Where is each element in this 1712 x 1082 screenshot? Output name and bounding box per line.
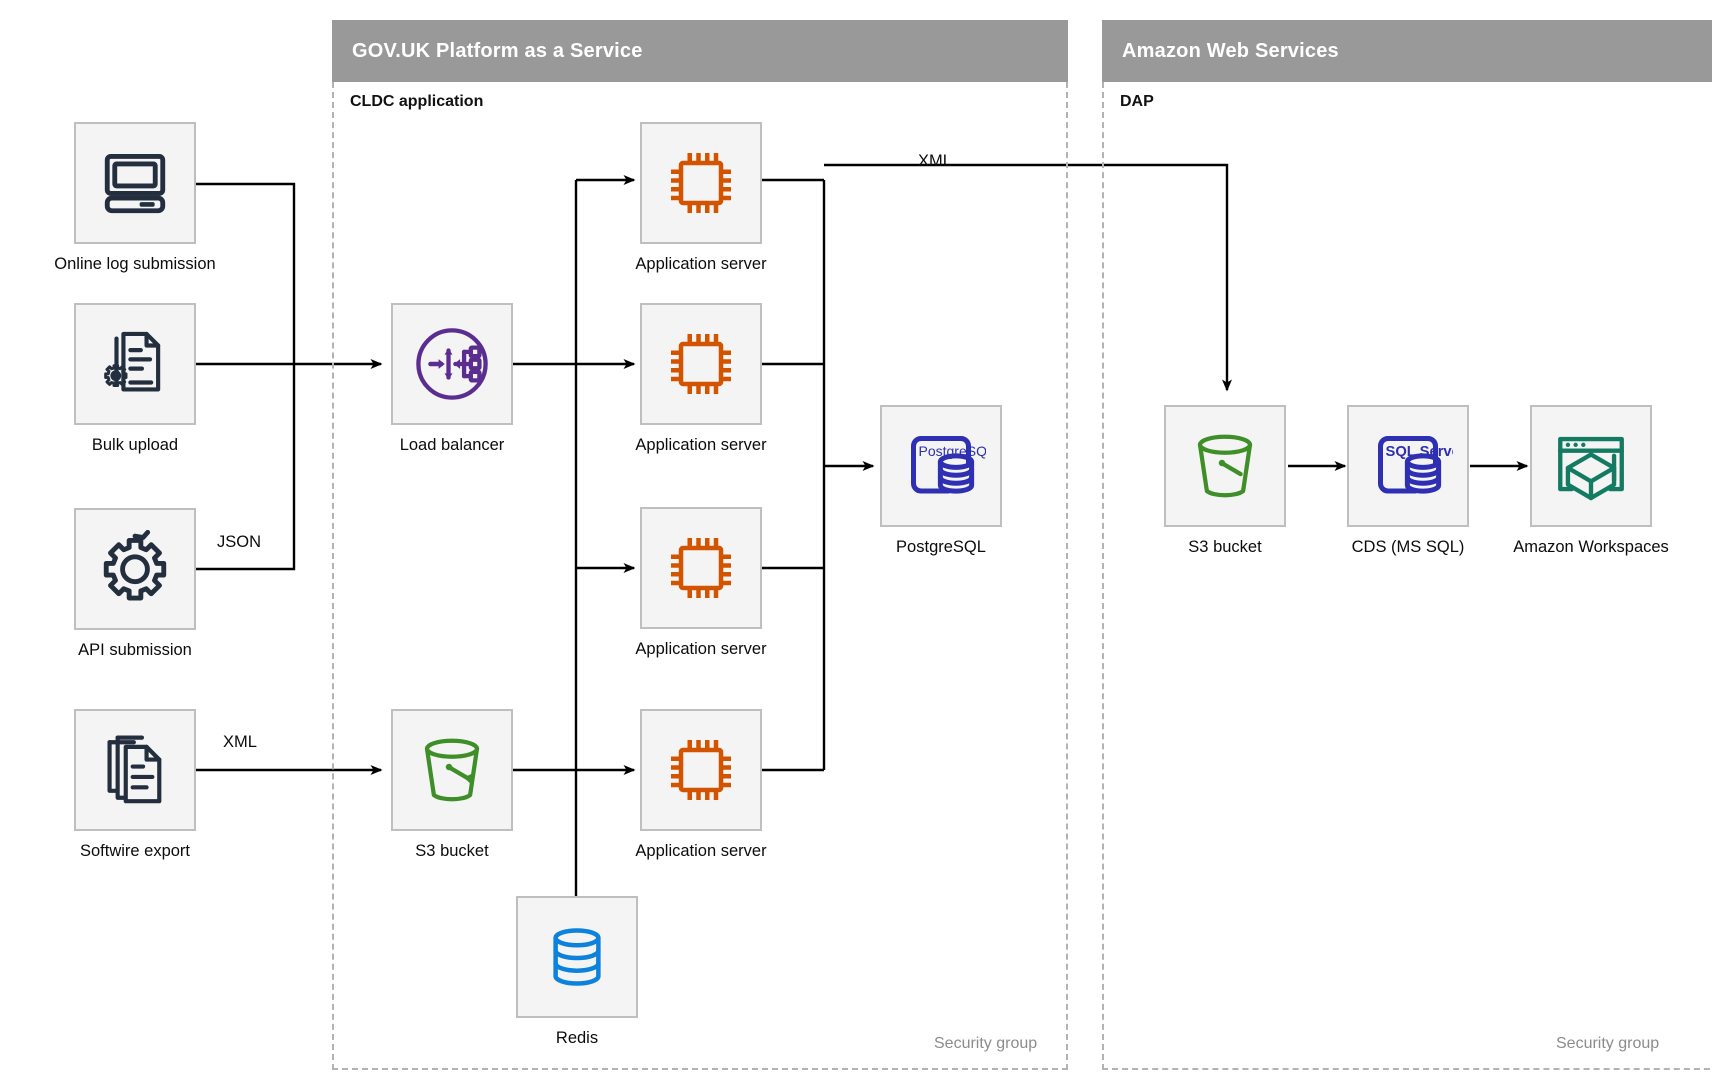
node-label-bulk-upload: Bulk upload <box>91 436 179 454</box>
node-api-submission[interactable] <box>74 508 196 630</box>
security-group-label-paas: Security group <box>934 1035 1038 1052</box>
node-label-application-server-3: Application server <box>635 640 767 658</box>
node-label-application-server-4: Application server <box>635 842 767 860</box>
node-label-application-server-2: Application server <box>635 436 767 454</box>
postgresql-icon: PostgreSQL <box>911 436 987 494</box>
group-sublabel-cldc: CLDC application <box>350 93 484 110</box>
edge-label-xml-softwire: XML <box>223 733 257 751</box>
node-label-postgresql: PostgreSQL <box>896 538 986 556</box>
cpu-chip-icon <box>671 740 731 800</box>
node-softwire-export[interactable] <box>74 709 196 831</box>
node-label-paas-s3-bucket: S3 bucket <box>415 842 489 860</box>
node-application-server-4[interactable] <box>640 709 762 831</box>
group-title-paas: GOV.UK Platform as a Service <box>352 39 643 62</box>
node-label-cds-ms-sql: CDS (MS SQL) <box>1351 538 1465 556</box>
node-label-softwire-export: Softwire export <box>79 842 191 860</box>
s3-bucket-icon <box>1197 434 1253 498</box>
node-label-amazon-workspaces: Amazon Workspaces <box>1513 538 1669 556</box>
s3-bucket-icon <box>424 738 480 802</box>
edge-label-json: JSON <box>217 533 262 551</box>
node-application-server-2[interactable] <box>640 303 762 425</box>
document-gear-icon <box>104 331 161 392</box>
cpu-chip-icon <box>671 334 731 394</box>
group-header-aws: Amazon Web Services <box>1102 20 1712 82</box>
node-label-application-server-1: Application server <box>635 255 767 273</box>
node-online-log-submission[interactable] <box>74 122 196 244</box>
node-application-server-3[interactable] <box>640 507 762 629</box>
database-cylinder-icon <box>553 928 601 986</box>
group-sublabel-dap: DAP <box>1120 93 1154 110</box>
node-paas-s3-bucket[interactable] <box>391 709 513 831</box>
node-aws-s3-bucket[interactable] <box>1164 405 1286 527</box>
security-group-label-aws: Security group <box>1556 1035 1660 1052</box>
node-load-balancer[interactable] <box>391 303 513 425</box>
node-postgresql[interactable]: PostgreSQL <box>880 405 1002 527</box>
load-balancer-icon <box>416 328 488 400</box>
postgresql-icon-text: PostgreSQL <box>919 443 987 459</box>
node-application-server-1[interactable] <box>640 122 762 244</box>
cpu-chip-icon <box>671 538 731 598</box>
group-body-paas <box>332 82 1068 1070</box>
amazon-workspaces-icon <box>1558 436 1624 501</box>
node-label-aws-s3-bucket: S3 bucket <box>1188 538 1262 556</box>
edge-label-xml-appserver: XML <box>918 152 952 170</box>
node-label-online-log-submission: Online log submission <box>54 255 216 273</box>
node-bulk-upload[interactable] <box>74 303 196 425</box>
group-header-paas: GOV.UK Platform as a Service <box>332 20 1068 82</box>
group-body-aws <box>1102 82 1712 1070</box>
gear-icon <box>103 530 167 601</box>
node-label-redis: Redis <box>555 1029 599 1047</box>
node-label-load-balancer: Load balancer <box>399 436 505 454</box>
desktop-computer-icon <box>104 153 166 214</box>
group-title-aws: Amazon Web Services <box>1122 39 1339 62</box>
node-cds-ms-sql[interactable]: SQL Server <box>1347 405 1469 527</box>
node-amazon-workspaces[interactable] <box>1530 405 1652 527</box>
node-redis[interactable] <box>516 896 638 1018</box>
node-label-api-submission: API submission <box>78 641 192 659</box>
cpu-chip-icon <box>671 153 731 213</box>
sql-server-icon: SQL Server <box>1378 436 1453 494</box>
documents-stack-icon <box>107 735 162 804</box>
